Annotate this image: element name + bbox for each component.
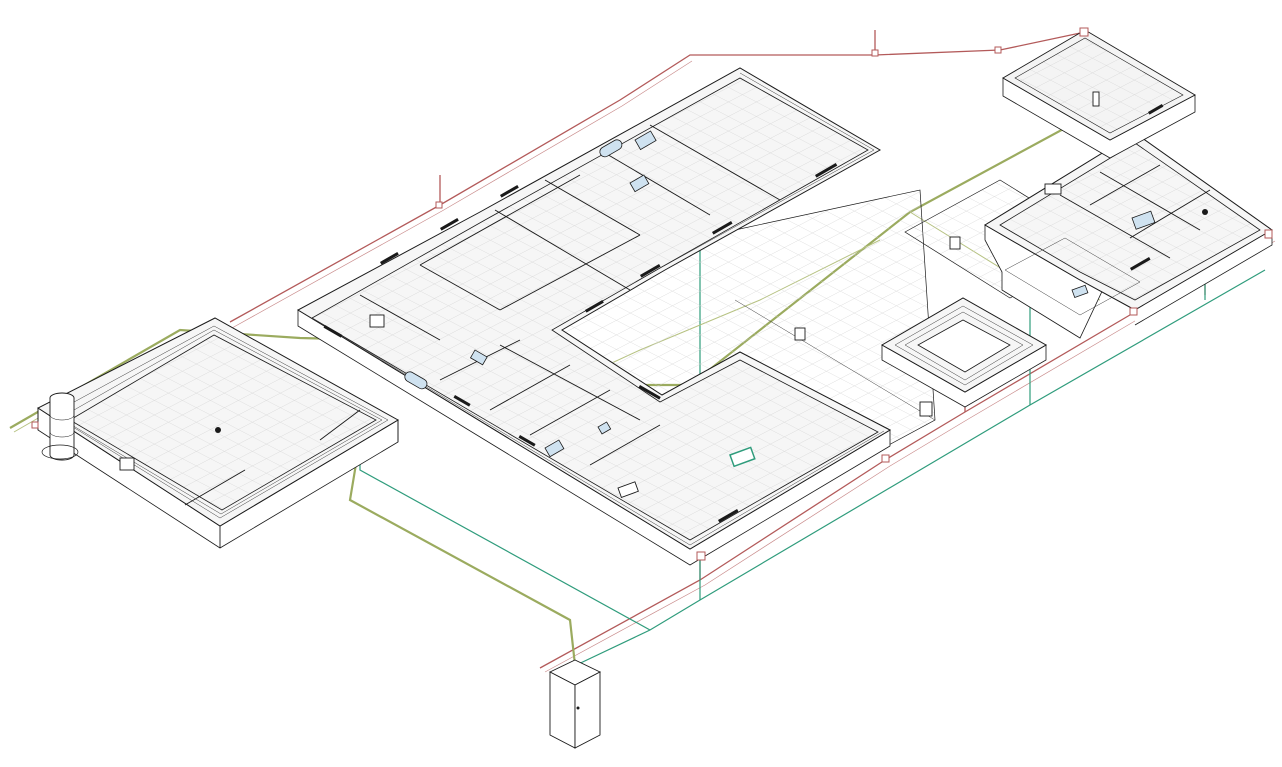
floor-drain-icon [1202, 209, 1208, 215]
sink-icon [469, 349, 488, 366]
bathtub-icon [599, 139, 623, 158]
floor-drain-icon [729, 446, 756, 468]
sink-icon [1071, 284, 1089, 299]
right-building [904, 132, 1273, 339]
left-building [37, 317, 400, 549]
floor-drain-icon [215, 427, 221, 433]
plumbing-fixtures [369, 130, 756, 498]
toilet-icon [597, 421, 612, 435]
shower-tray-icon [1131, 210, 1156, 230]
main-building [296, 67, 936, 566]
bollard [949, 236, 961, 250]
equipment-box [369, 314, 385, 328]
window-bars [323, 162, 838, 523]
sink-icon [634, 130, 657, 151]
top-right-structure [1002, 29, 1196, 159]
vent-pipe [1092, 91, 1100, 107]
interior-walls [359, 124, 781, 466]
bathtub-icon [404, 371, 428, 390]
pipe-fittings [31, 27, 1273, 561]
meter-cabinet-icon [548, 659, 602, 749]
bollard [919, 401, 933, 417]
toilet-icon [629, 174, 650, 193]
fixture-box [119, 457, 135, 471]
pool-structure [880, 297, 1048, 408]
shower-tray-icon [544, 439, 565, 458]
equipment-box [1044, 183, 1062, 195]
equipment-box [617, 481, 639, 498]
bollard [794, 327, 806, 341]
water-tank-icon [41, 392, 79, 461]
